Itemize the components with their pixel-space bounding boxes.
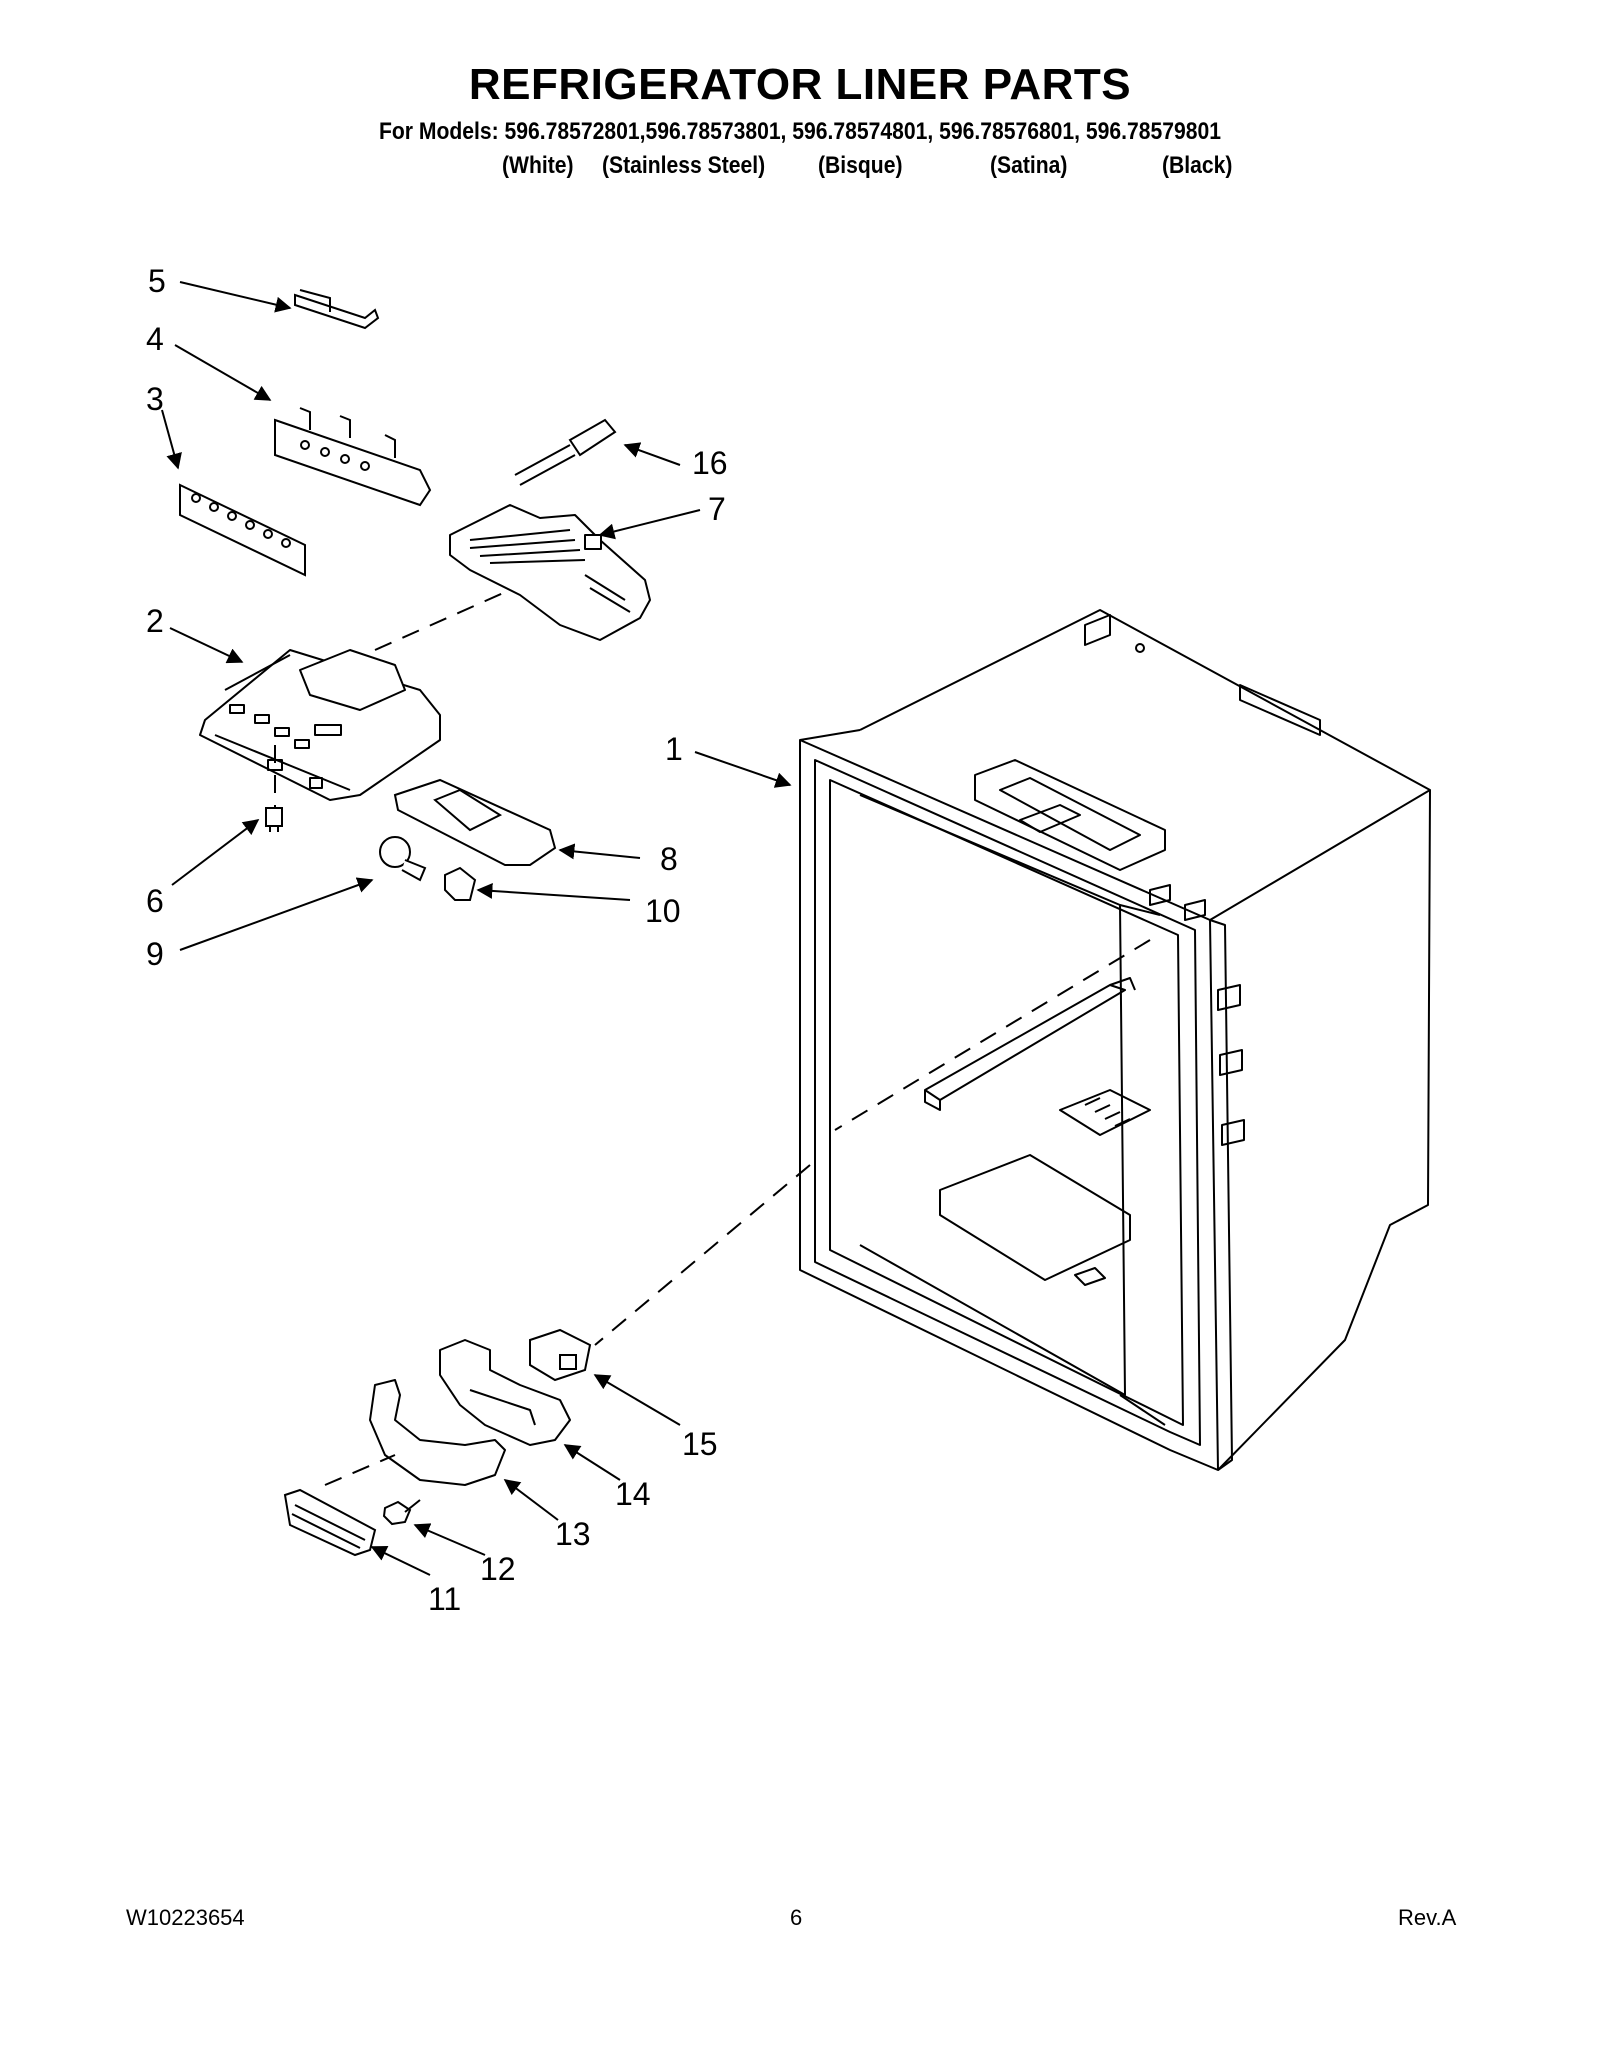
handle-part-13 [369,1379,506,1486]
color-label-stainless-steel: (Stainless Steel) [602,152,766,179]
switch-part-6 [265,807,283,832]
color-label-white: (White) [502,152,574,179]
callout-15: 15 [682,1426,718,1462]
callout-1: 1 [665,731,683,767]
color-label-satina: (Satina) [990,152,1068,179]
socket-part-10 [444,866,477,901]
switch-assembly-part-15 [529,1328,592,1382]
screw-part-12 [382,1499,421,1526]
callout-3: 3 [146,381,164,417]
clip-part-5 [294,289,380,330]
callout-14: 14 [615,1476,651,1512]
callout-5: 5 [148,263,166,299]
callout-13: 13 [555,1516,591,1552]
control-bracket-part-4 [274,407,432,507]
doc-number: W10223654 [126,1905,245,1930]
callout-11: 11 [428,1581,461,1617]
callout-numbers: 5 4 3 2 1 16 7 8 6 9 10 15 14 13 12 11 [146,263,728,1617]
light-shield-part-8 [393,778,557,866]
control-housing-part-2 [199,649,441,801]
revision: Rev.A [1398,1905,1457,1930]
callout-10: 10 [645,893,681,929]
thermistor-part-16 [514,418,617,486]
page-number: 6 [790,1905,803,1930]
callout-8: 8 [660,841,678,877]
overlay-strip-part-3 [179,483,306,577]
bulb-part-9 [379,836,427,882]
liner-part-1 [799,609,1431,1471]
callout-4: 4 [146,321,164,357]
models-line: For Models: 596.78572801,596.78573801, 5… [379,118,1221,145]
callout-12: 12 [480,1551,516,1587]
callout-7: 7 [708,491,726,527]
alignment-lines [274,589,1151,1486]
callout-16: 16 [692,445,728,481]
bracket-part-14 [439,1339,571,1446]
color-label-bisque: (Bisque) [818,152,903,179]
callout-9: 9 [146,936,164,972]
color-label-black: (Black) [1162,152,1233,179]
page-title: REFRIGERATOR LINER PARTS [468,60,1132,109]
callout-6: 6 [146,883,164,919]
callout-2: 2 [146,603,164,639]
air-diffuser-part-7 [449,504,651,641]
grille-part-11 [283,1488,377,1557]
leader-lines [161,281,792,1576]
